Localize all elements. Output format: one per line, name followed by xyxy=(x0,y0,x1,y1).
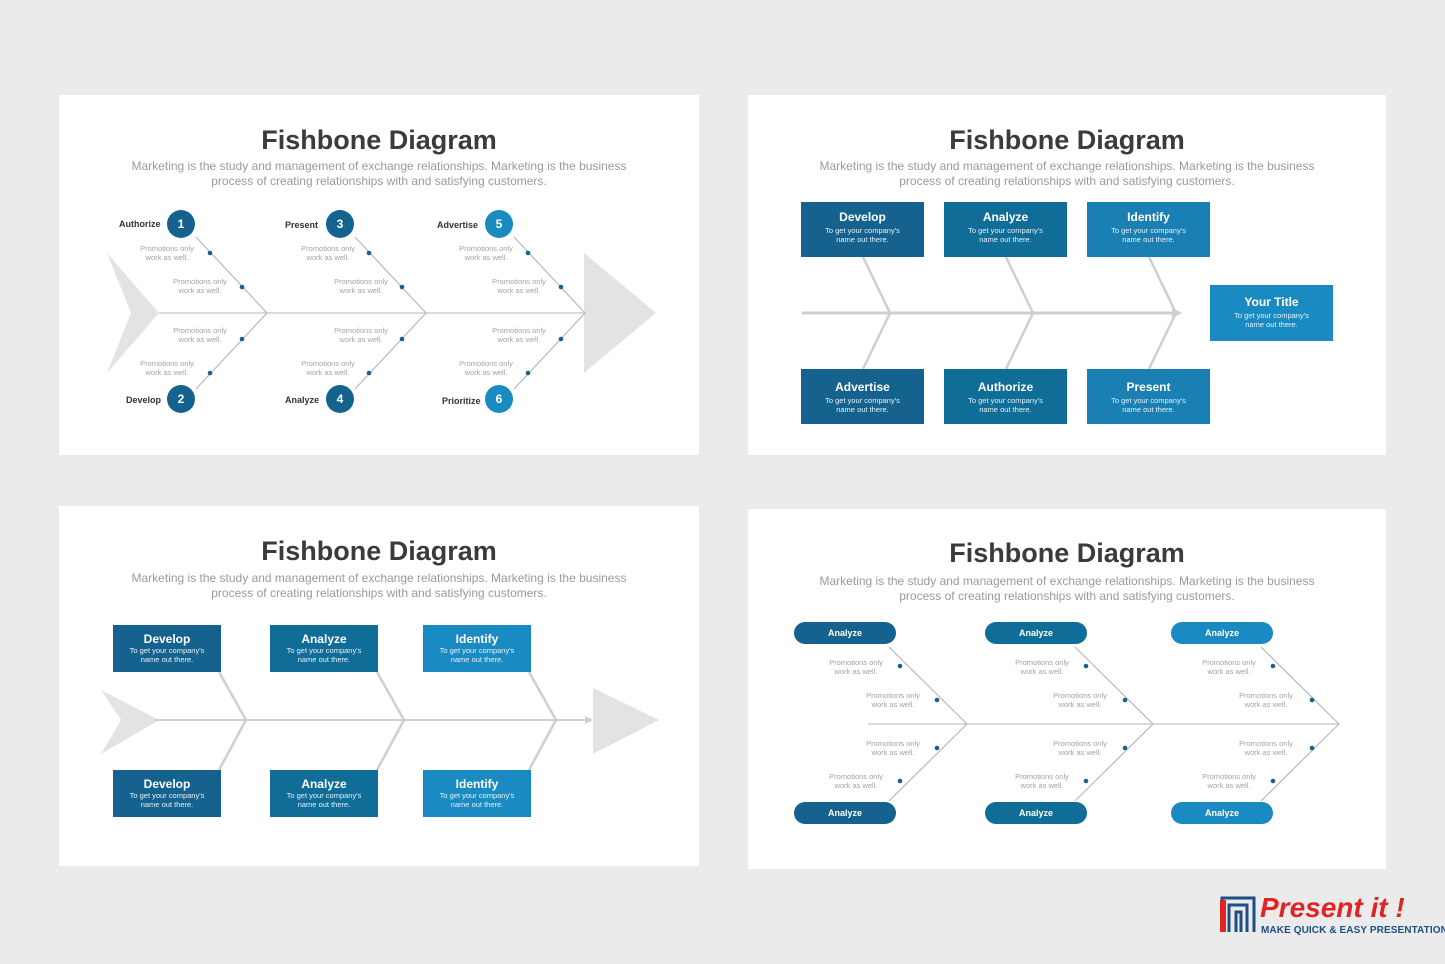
slide-subtitle: Marketing is the study and management of… xyxy=(819,159,1315,188)
bone-dots xyxy=(897,663,1315,784)
slide-title: Fishbone Diagram xyxy=(261,125,497,155)
fishbone-diagram xyxy=(101,671,659,771)
bone-dots xyxy=(207,250,564,376)
fishbone-diagram xyxy=(107,236,656,390)
slide-title: Fishbone Diagram xyxy=(261,536,497,566)
step-label: Advertise xyxy=(437,220,479,230)
slide-subtitle: Marketing is the study and management of… xyxy=(131,159,627,188)
step-label: Present xyxy=(285,220,319,230)
fishbone-diagram xyxy=(868,646,1340,802)
logo-tagline: MAKE QUICK & EASY PRESENTATIONS xyxy=(1261,925,1445,936)
step-number-badge: 2 xyxy=(167,385,195,413)
step-label: Develop xyxy=(126,395,162,405)
slide-fishbone-numbered: Fishbone Diagram Marketing is the study … xyxy=(59,95,699,455)
slide-subtitle: Marketing is the study and management of… xyxy=(131,571,627,600)
fish-tail xyxy=(101,690,159,754)
step-label: Analyze xyxy=(285,395,320,405)
step-number-badge: 6 xyxy=(485,385,513,413)
category-pill: Analyze xyxy=(1171,802,1273,824)
slide-fishbone-pills: Fishbone Diagram Marketing is the study … xyxy=(748,509,1386,869)
slide-fishbone-boxes: Fishbone Diagram Marketing is the study … xyxy=(59,506,699,866)
category-pill: Analyze xyxy=(794,622,896,644)
category-pill: Analyze xyxy=(1171,622,1273,644)
fish-head xyxy=(584,253,656,373)
slide-subtitle: Marketing is the study and management of… xyxy=(819,574,1315,603)
step-number-badge: 4 xyxy=(326,385,354,413)
step-number-badge: 3 xyxy=(326,210,354,238)
fish-bones xyxy=(861,256,1178,370)
spine-arrowhead xyxy=(585,716,593,724)
step-label: Authorize xyxy=(119,219,161,229)
category-pill: Analyze xyxy=(794,802,896,824)
slide-title: Fishbone Diagram xyxy=(949,538,1185,568)
fish-head xyxy=(593,688,659,754)
logo-wordmark: Present it ! xyxy=(1260,892,1405,923)
logo-mark-icon xyxy=(1220,896,1256,932)
category-pill: Analyze xyxy=(985,622,1087,644)
slide-title: Fishbone Diagram xyxy=(949,125,1185,155)
fishbone-diagram xyxy=(802,256,1182,370)
category-pill: Analyze xyxy=(985,802,1087,824)
present-it-logo: Present it ! MAKE QUICK & EASY PRESENTAT… xyxy=(1220,892,1445,940)
step-number-badge: 1 xyxy=(167,210,195,238)
fish-bones xyxy=(195,236,586,390)
fish-bones xyxy=(217,671,558,771)
slide-fishbone-boxes-head: Fishbone Diagram Marketing is the study … xyxy=(748,95,1386,455)
step-number-badge: 5 xyxy=(485,210,513,238)
fish-bones xyxy=(888,646,1340,802)
step-label: Prioritize xyxy=(442,396,481,406)
fish-tail xyxy=(107,253,159,373)
